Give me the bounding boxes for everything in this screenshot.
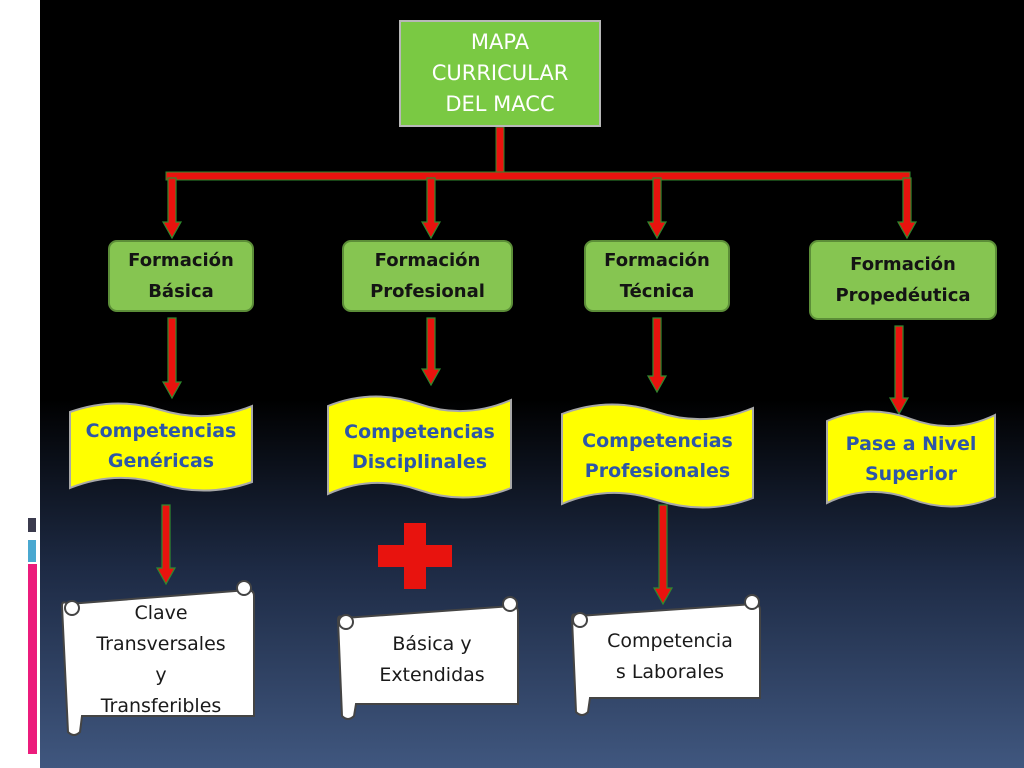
scroll-basica: Básica y Extendidas [334, 594, 522, 722]
banner-shape [327, 395, 512, 499]
map-title-box: MAPA CURRICULAR DEL MACC [399, 20, 601, 127]
arrow-to-genericas [161, 317, 183, 400]
arrow-to-laborales [652, 504, 674, 606]
sidebar-deco-square-teal [28, 540, 36, 562]
formation-label: Formación Propedéutica [835, 254, 971, 306]
formation-label: Formación Profesional [370, 250, 485, 302]
scroll-clave: Clave Transversales y Transferibles [58, 576, 256, 740]
scroll-label: Competencia s Laborales [607, 630, 733, 683]
competency-banner-genericas: Competencias Genéricas [68, 398, 254, 494]
competency-banner-disciplinales: Competencias Disciplinales [326, 390, 513, 504]
competency-banner-profesionales: Competencias Profesionales [560, 398, 755, 514]
scroll-curl [572, 612, 588, 628]
arrow-to-basica [161, 177, 183, 240]
scroll-laborales: Competencia s Laborales [568, 592, 764, 718]
formation-box-tecnica: Formación Técnica [584, 240, 730, 312]
scroll-curl [64, 600, 80, 616]
arrow-to-profesional [420, 177, 442, 240]
formation-label: Formación Técnica [604, 250, 710, 302]
map-title-text: MAPA CURRICULAR DEL MACC [431, 30, 569, 116]
arrow-to-pase [888, 325, 910, 416]
arrow-to-propedeutica [896, 177, 918, 240]
sidebar-deco-stripe-top [28, 0, 40, 300]
arrow-to-disciplinales [420, 317, 442, 387]
scroll-curl [338, 614, 354, 630]
scroll-label: Clave Transversales y Transferibles [96, 602, 226, 717]
scroll-curl [236, 580, 252, 596]
competency-label: Competencias Genéricas [85, 420, 237, 472]
arrow-to-profesionales [646, 317, 668, 394]
plus-icon [378, 523, 452, 589]
arrow-to-tecnica [646, 177, 668, 240]
horizontal-connector [165, 171, 911, 181]
banner-shape [561, 403, 754, 509]
formation-label: Formación Básica [128, 250, 234, 302]
sidebar-deco-bar-pink [28, 564, 37, 754]
scroll-label: Básica y Extendidas [379, 633, 485, 686]
arrow-to-clave [155, 504, 177, 586]
scroll-curl [502, 596, 518, 612]
competency-banner-pase: Pase a Nivel Superior [825, 405, 997, 513]
banner-shape [826, 410, 996, 508]
sidebar-deco-square-dark [28, 518, 36, 532]
slide-sidebar [0, 0, 40, 768]
scroll-shape [60, 588, 255, 736]
formation-box-profesional: Formación Profesional [342, 240, 513, 312]
scroll-curl [744, 594, 760, 610]
competency-label: Competencias Profesionales [582, 430, 733, 482]
banner-shape [69, 402, 253, 492]
competency-label: Pase a Nivel Superior [845, 433, 977, 485]
formation-box-basica: Formación Básica [108, 240, 254, 312]
formation-box-propedeutica: Formación Propedéutica [809, 240, 997, 320]
competency-label: Competencias Disciplinales [344, 421, 495, 473]
trunk-connector [495, 126, 505, 176]
